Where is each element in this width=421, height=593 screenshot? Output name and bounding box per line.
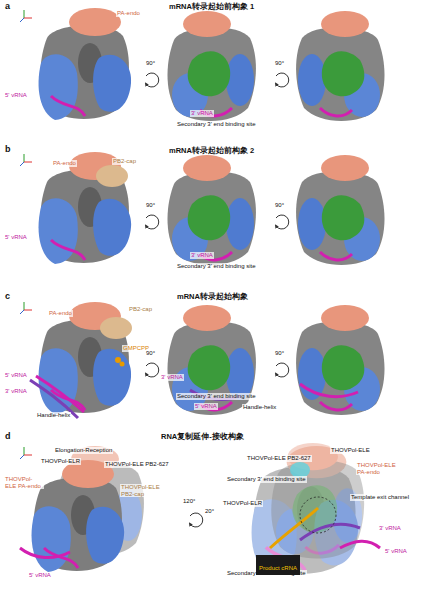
panel-label: c xyxy=(4,292,11,302)
structure-label: 5' vRNA xyxy=(194,403,218,410)
panel-label: RNA复制延伸-接收构象 xyxy=(160,433,245,441)
structure-label: 5' vRNA xyxy=(4,234,28,241)
structure-label: THOVPol-ELE PB2-627 xyxy=(246,455,312,462)
structure-label: 120° xyxy=(182,498,196,505)
node-text: Product cRNA xyxy=(259,565,297,571)
structure-label: 5' vRNA xyxy=(384,548,408,555)
structure-label: 90° xyxy=(145,350,156,357)
structure-label: Handle-helix xyxy=(242,404,277,411)
structure-label: 90° xyxy=(145,202,156,209)
structure-label: 3' vRNA xyxy=(160,374,184,381)
panel-label: a xyxy=(4,2,11,12)
structure-label: Elongation-Reception xyxy=(54,447,113,454)
structure-label: Template exit channel xyxy=(350,494,410,501)
structure-label: THOVPol-ELE xyxy=(330,447,371,454)
structure-label: Secondary 3' end binding site xyxy=(226,476,307,483)
structure-label: THOVPol-ELR xyxy=(222,500,263,507)
structure-label: THOVPol-ELE PA-endo xyxy=(4,476,44,489)
panel-label: d xyxy=(4,432,12,442)
structure-label: THOVPol-ELR xyxy=(40,458,81,465)
structure-label: 3' vRNA xyxy=(4,388,28,395)
structure-label: THOVPol-ELE PB2-cap xyxy=(120,484,162,497)
structure-label: THOVPol-ELE PA-endo xyxy=(356,462,400,475)
structure-label: 5' vRNA xyxy=(4,372,28,379)
structure-label: Secondary 3' end binding site xyxy=(176,393,257,400)
structure-label: PB2-cap xyxy=(112,158,137,165)
structure-label: 3' vRNA xyxy=(190,110,214,117)
structure-label: PA-endo xyxy=(116,10,141,17)
structure-label: Secondary 3' end binding site xyxy=(176,121,257,128)
panel-label: b xyxy=(4,145,12,155)
structure-label: 5' vRNA xyxy=(28,572,52,579)
structure-label: Secondary 3' end binding site xyxy=(176,263,257,270)
product-label-box: Product cRNA xyxy=(256,555,300,575)
panel-label: mRNA转录起始前构象 2 xyxy=(168,147,255,155)
structure-label: 5' vRNA xyxy=(4,92,28,99)
structure-label: PB2-cap xyxy=(128,306,153,313)
panel-label: mRNA转录起始前构象 1 xyxy=(168,3,255,11)
structure-label: Handle-helix xyxy=(36,412,71,419)
structure-label: THOVPol-ELE PB2-627 xyxy=(104,461,170,468)
structure-label: 20° xyxy=(204,508,215,515)
structure-label: 3' vRNA xyxy=(378,525,402,532)
structure-label: PA-endo xyxy=(48,310,73,317)
structure-label: 90° xyxy=(274,350,285,357)
structure-label: 90° xyxy=(274,202,285,209)
structure-label: 90° xyxy=(145,60,156,67)
panel-label: mRNA转录起始构象 xyxy=(176,293,249,301)
structure-label: PA-endo xyxy=(52,160,77,167)
structure-label: 3' vRNA xyxy=(190,252,214,259)
structure-label: 90° xyxy=(274,60,285,67)
